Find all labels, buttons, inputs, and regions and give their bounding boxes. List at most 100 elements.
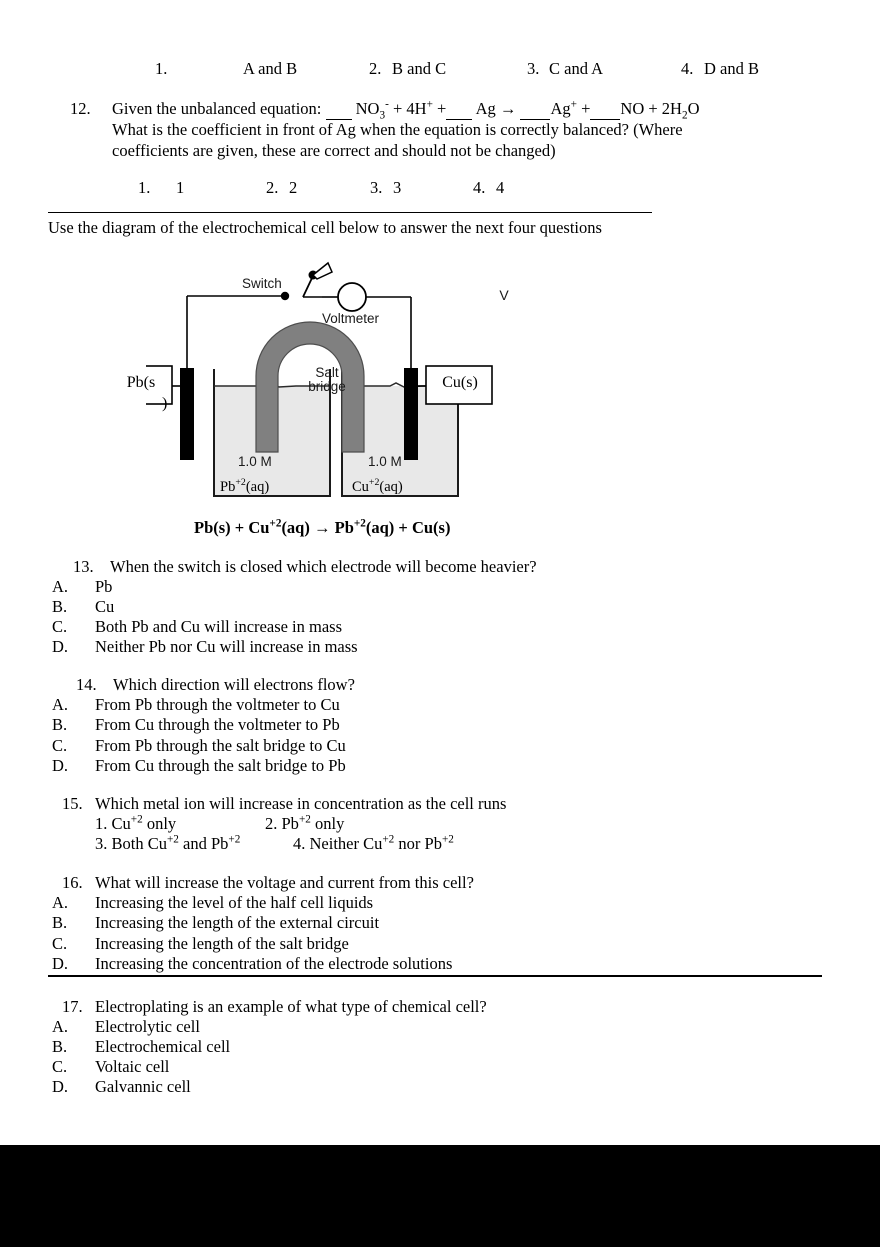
salt-bridge-label-line2: bridge <box>308 379 346 394</box>
q12-blank-2 <box>446 99 473 120</box>
q16-option-c-text: Increasing the length of the salt bridge <box>95 934 349 953</box>
net-eq-sup-a: +2 <box>269 517 282 530</box>
q12-eq-p7-sub: 2 <box>681 109 688 122</box>
q15-stem: Which metal ion will increase in concent… <box>95 794 507 813</box>
q15-option-1-text-a: Cu <box>111 814 131 833</box>
q12-stem-line3: coefficients are given, these are correc… <box>112 141 556 160</box>
q12-choice-2-num: 2. <box>266 178 279 197</box>
q12-eq-p7: NO + 2H <box>620 99 682 118</box>
q14-option-c-text: From Pb through the salt bridge to Cu <box>95 736 346 755</box>
q15-option-3-sup-1: +2 <box>166 833 179 846</box>
net-eq-part-a: Pb(s) + Cu <box>194 518 270 537</box>
left-electrode-bar <box>180 368 194 460</box>
q12-eq-p5: Ag <box>550 99 571 118</box>
q12-eq-p2-sup: + <box>426 98 433 111</box>
q11-choice-4-text: D and B <box>704 59 759 78</box>
q12-choice-3-num: 3. <box>370 178 383 197</box>
q15-option-4-text-a: Neither Cu <box>309 834 383 853</box>
left-solution-symbol: Pb <box>220 479 236 495</box>
q17-stem: Electroplating is an example of what typ… <box>95 997 487 1016</box>
q12-eq-p3: + <box>437 99 447 118</box>
q12-eq-arrow: → <box>499 99 517 118</box>
q13-option-d-letter: D. <box>52 637 69 656</box>
left-electrode-label-box <box>146 365 173 405</box>
switch-blade <box>311 261 333 280</box>
q15-option-1-sup: +2 <box>130 813 143 826</box>
q11-choices-row: 1. A and B 2. B and C 3. C and A 4. D an… <box>0 59 880 81</box>
q12-eq-p6: + <box>581 99 591 118</box>
right-concentration-label: 1.0 M <box>368 454 402 469</box>
q15-option-4-num: 4. <box>293 834 306 853</box>
q13-option-a-text: Pb <box>95 577 113 596</box>
q13-option-b-text: Cu <box>95 597 115 616</box>
q17-option-a-letter: A. <box>52 1017 69 1036</box>
q14-number: 14. <box>76 675 97 694</box>
right-solution-charge: +2 <box>368 477 380 489</box>
q15-number: 15. <box>62 794 83 813</box>
q17-option-a-text: Electrolytic cell <box>95 1017 200 1036</box>
switch-contact-dot <box>280 291 290 301</box>
q17-option-c-letter: C. <box>52 1057 68 1076</box>
q12-number: 12. <box>70 99 91 118</box>
q12-eq-p4: Ag <box>475 99 496 118</box>
q13-stem: When the switch is closed which electrod… <box>110 557 537 576</box>
page-bottom-black-band <box>0 1145 880 1247</box>
net-eq-sup-c: +2 <box>353 517 366 530</box>
q16-option-a-letter: A. <box>52 893 69 912</box>
q17-option-d-text: Galvannic cell <box>95 1077 191 1096</box>
net-eq-arrow: → <box>313 518 331 537</box>
q15-option-3-text-b: and Pb <box>178 834 229 853</box>
q12-eq-p7-tail: O <box>687 99 700 118</box>
q12-blank-3 <box>520 99 551 120</box>
q12-choice-4-text: 4 <box>496 178 505 197</box>
q12-eq-p1-sub: 3 <box>379 109 386 122</box>
q11-choice-1-num: 1. <box>155 59 168 78</box>
q15-option-1-num: 1. <box>95 814 108 833</box>
q12-eq-p1: NO <box>355 99 380 118</box>
left-concentration-label: 1.0 M <box>238 454 272 469</box>
q11-choice-2-text: B and C <box>392 59 447 78</box>
left-solution-charge: +2 <box>235 477 246 489</box>
q15-option-2: 2. Pb+2 only <box>265 814 344 834</box>
voltmeter-label: Voltmeter <box>322 311 380 326</box>
q14-stem: Which direction will electrons flow? <box>113 675 355 694</box>
q15-option-3-text-a: Both Cu <box>111 834 167 853</box>
q15-option-2-text-a: Pb <box>281 814 299 833</box>
q14-option-b-letter: B. <box>52 715 68 734</box>
q12-choice-4-num: 4. <box>473 178 486 197</box>
section-divider-top <box>48 212 652 213</box>
q15-option-2-num: 2. <box>265 814 278 833</box>
q15-option-1-text-b: only <box>142 814 177 833</box>
q16-option-d-letter: D. <box>52 954 69 973</box>
right-electrode-bar <box>404 368 418 460</box>
q15-option-3: 3. Both Cu+2 and Pb+2 <box>95 834 240 854</box>
q17-option-b-letter: B. <box>52 1037 68 1056</box>
q12-eq-p5-sup: + <box>570 98 577 111</box>
q14-option-c-letter: C. <box>52 736 68 755</box>
q12-choices-row: 1. 1 2. 2 3. 3 4. 4 <box>0 178 880 200</box>
left-electrode-label-tail: ) <box>162 395 168 412</box>
q15-option-2-text-b: only <box>310 814 345 833</box>
right-electrode-label: Cu(s) <box>442 374 478 391</box>
q17-option-b-text: Electrochemical cell <box>95 1037 231 1056</box>
q16-option-c-letter: C. <box>52 934 68 953</box>
q12-equation-line: Given the unbalanced equation: NO3- + 4H… <box>112 98 700 122</box>
left-beaker-outline <box>213 369 331 497</box>
q17-option-c-text: Voltaic cell <box>95 1057 170 1076</box>
q14-option-b-text: From Cu through the voltmeter to Pb <box>95 715 340 734</box>
document-body: 1. A and B 2. B and C 3. C and A 4. D an… <box>0 59 880 1096</box>
q13-option-b-letter: B. <box>52 597 68 616</box>
q11-choice-3-num: 3. <box>527 59 540 78</box>
net-eq-part-d: (aq) + Cu(s) <box>365 518 451 537</box>
net-eq-part-b: (aq) <box>281 518 310 537</box>
q15-option-3-num: 3. <box>95 834 108 853</box>
left-electrode-label: Pb(s <box>126 374 156 391</box>
q11-choice-3-text: C and A <box>549 59 604 78</box>
q11-choice-4-num: 4. <box>681 59 694 78</box>
q15-option-4-sup-1: +2 <box>382 833 395 846</box>
q15-option-2-sup: +2 <box>298 813 311 826</box>
electrochemical-cell-diagram: Switch V Voltmeter Salt bridge Pb(s ) Cu… <box>127 256 516 504</box>
q15-option-4-text-b: nor Pb <box>394 834 442 853</box>
right-solution-symbol: Cu <box>352 479 369 495</box>
